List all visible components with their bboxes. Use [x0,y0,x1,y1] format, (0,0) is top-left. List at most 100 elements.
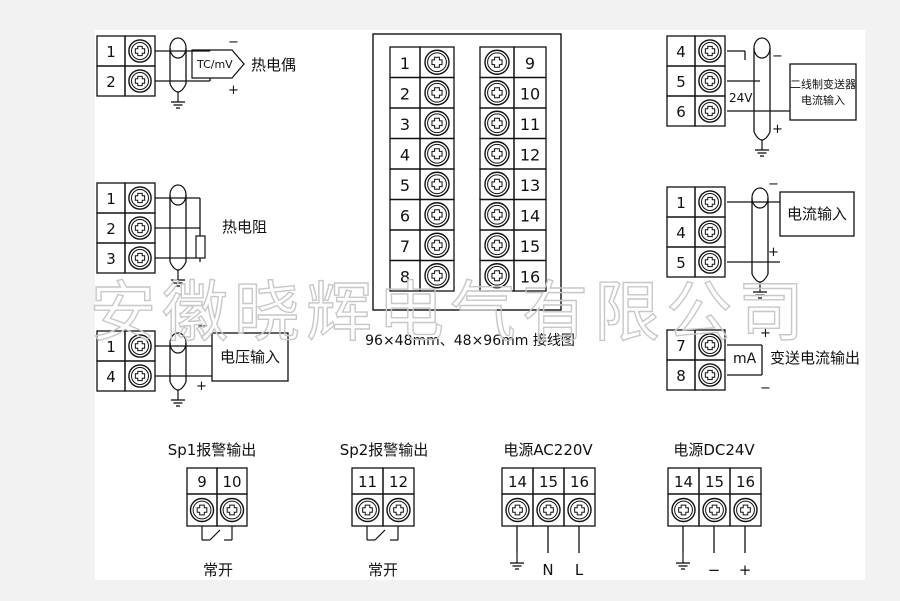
rtd-terminal-number: 2 [106,220,116,238]
two-wire-ground-icon [755,140,769,157]
main-left-terminal-number: 2 [400,85,410,104]
main-right-terminal-number: 14 [520,207,540,226]
screw-icon [128,246,152,270]
main-diagram-caption: 96×48mm、48×96mm 接线图 [365,332,575,349]
screw-icon [698,250,722,274]
main-right-terminal-number: 16 [520,268,540,287]
main-left-screw-cell [419,259,455,292]
screw-icon [484,232,510,258]
screw-icon [698,69,722,93]
screw-icon [128,39,152,63]
thermocouple-label: 热电偶 [251,56,296,74]
main-terminal-frame [372,33,562,311]
screw-icon [189,497,215,523]
screw-icon [505,497,530,523]
voltage-input-plus-sign: + [196,379,207,394]
main-left-terminal-number: 5 [400,176,410,195]
power-dc-plus-label: + [739,561,752,579]
power-ac-terminal-number: 15 [539,473,558,491]
screw-icon [355,497,380,523]
alarm1-contact-icon [201,526,233,541]
power-dc-title: 电源DC24V [673,441,755,459]
power-ac-terminal-number: 14 [508,473,527,491]
screw-icon [424,232,450,258]
main-right-terminal-number: 15 [520,237,540,256]
screw-icon [702,497,727,523]
screw-icon [484,171,510,197]
screw-icon [698,39,722,63]
current-input-ground-icon [753,282,767,299]
rtd-shield-top [169,184,187,206]
voltage-input-minus-sign: − [197,319,208,334]
screw-icon [424,110,450,136]
screw-icon [567,497,592,523]
two-wire-supply-label: 24V [729,91,753,105]
current_output-terminal-number: 8 [676,367,686,385]
screw-icon [484,202,510,228]
two_wire-terminal-number: 4 [676,43,686,61]
alarm1-terminal-number: 9 [197,473,207,491]
screw-icon [424,141,450,167]
alarm1-title: Sp1报警输出 [168,441,257,459]
thermocouple-signal-label: TC/mV [196,58,233,71]
rtd-terminal-number: 1 [106,190,116,208]
screw-icon [484,80,510,106]
current-output-plus-sign: + [760,326,771,341]
voltage_input-terminal-number: 1 [106,338,116,356]
screw-icon [128,334,152,358]
power-dc-ground-icon [676,553,690,570]
alarm1-terminal-number: 10 [222,473,241,491]
two_wire-terminal-number: 5 [676,73,686,91]
power-ac-terminal-number: 16 [570,473,589,491]
screw-icon [424,80,450,106]
thermocouple-shield-top [169,37,187,59]
voltage-input-box [211,332,289,382]
rtd-terminal-number: 3 [106,250,116,268]
two-wire-plus-sign: + [772,122,783,137]
two-wire-minus-sign: − [772,49,783,64]
current-input-plus-sign: + [768,245,779,260]
main-right-number-cell [513,259,547,292]
power-ac-ground-icon [510,553,524,570]
alarm2-terminal-number: 11 [358,473,377,491]
power-ac-title: 电源AC220V [503,441,593,459]
voltage-input-label: 电压输入 [220,348,280,366]
screw-icon [536,497,561,523]
thermocouple-terminal-number: 1 [106,43,116,61]
two-wire-transmitter-box [789,63,857,121]
alarm2-contact-label: 常开 [368,561,398,579]
thermocouple-ground-icon [171,92,185,109]
screw-icon [219,497,245,523]
thermocouple-symbol [191,49,245,79]
screw-icon [128,69,152,93]
current_input-terminal-number: 1 [676,194,686,212]
power-ac-l-label: L [575,561,584,579]
screw-icon [128,186,152,210]
thermocouple-shield-bottom [169,83,187,93]
current_input-terminal-number: 5 [676,254,686,272]
current-output-unit: mA [733,351,757,367]
two_wire-terminal-screw-cell [694,95,726,127]
current-output-minus-sign: − [760,381,771,396]
alarm2-terminal-number: 12 [389,473,408,491]
two_wire-terminal-number: 6 [676,103,686,121]
power-dc-terminal-number: 15 [705,473,724,491]
power-dc-terminal-number: 16 [736,473,755,491]
alarm1-contact-label: 常开 [203,561,233,579]
power-ac-n-label: N [542,561,553,579]
current-input-shield-top [751,187,769,209]
main-right-terminal-number: 9 [525,54,535,73]
screw-icon [424,171,450,197]
main-left-terminal-number: 8 [400,268,410,287]
current-input-minus-sign: − [768,177,779,192]
screw-icon [128,364,152,388]
screw-icon [484,141,510,167]
screw-icon [484,263,510,289]
two-wire-label-line1: 二线制变送器 [790,77,856,91]
screw-icon [698,363,722,387]
rtd-shield-bottom [169,261,187,271]
screw-icon [484,110,510,136]
screw-icon [424,263,450,289]
main-right-terminal-number: 12 [520,146,540,165]
main-right-terminal-number: 11 [520,115,540,134]
